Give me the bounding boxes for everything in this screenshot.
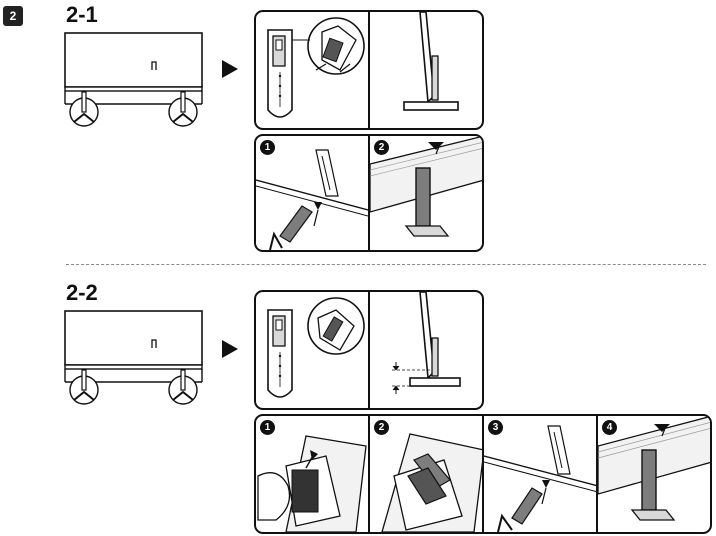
- step-cell-2-2-4: 4: [596, 416, 710, 532]
- step-cell-2-1-2: 2: [368, 136, 482, 250]
- tv-front-overview-2-2: [64, 310, 203, 405]
- step-marker: 2: [374, 140, 389, 155]
- release-clip-drawing: [257, 435, 367, 532]
- attach-stand-drawing: [370, 136, 482, 237]
- step-cell-2-1-1: 1: [256, 136, 368, 250]
- stand-detail-panel-2-1: [254, 10, 484, 130]
- stand-closeup-drawing: [267, 17, 365, 118]
- tv-side-view-cell: [368, 292, 482, 408]
- tv-front-overview-2-1: [64, 32, 203, 127]
- attach-stand-drawing: [598, 416, 710, 521]
- step-cell-2-2-3: 3: [482, 416, 598, 532]
- step-marker: 1: [260, 420, 275, 435]
- step-cell-2-2-1: 1: [256, 416, 368, 532]
- clip-released-drawing: [381, 433, 484, 532]
- stand-closeup-drawing: [267, 297, 365, 398]
- step-marker: 2: [374, 420, 389, 435]
- insert-stand-drawing: [484, 425, 598, 532]
- tv-side-view-drawing: [392, 292, 461, 394]
- stand-detail-panel-2-2: [254, 290, 484, 410]
- section-title-2-1: 2-1: [66, 2, 98, 27]
- steps-panel-2-2: 1 2 3 4: [254, 414, 712, 534]
- next-arrow-2-2: [222, 340, 238, 358]
- tv-side-view-cell: [368, 12, 482, 128]
- step-number-badge: 2: [3, 6, 23, 26]
- section-divider: [66, 264, 706, 265]
- stand-closeup-cell: [256, 292, 368, 408]
- steps-panel-2-1: 1 2: [254, 134, 484, 252]
- stand-closeup-cell: [256, 12, 368, 128]
- tv-side-view-drawing: [403, 12, 459, 111]
- next-arrow-2-1: [222, 60, 238, 78]
- section-title-2-2: 2-2: [66, 280, 98, 305]
- insert-stand-drawing: [256, 149, 368, 250]
- step-marker: 3: [488, 420, 503, 435]
- step-cell-2-2-2: 2: [368, 416, 484, 532]
- step-marker: 1: [260, 140, 275, 155]
- step-marker: 4: [602, 420, 617, 435]
